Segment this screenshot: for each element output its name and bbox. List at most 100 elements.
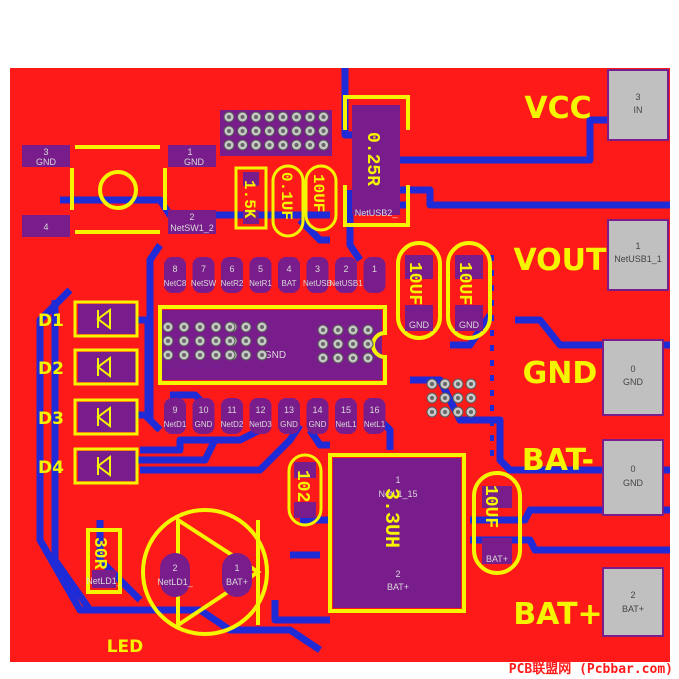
via-hole <box>456 382 460 386</box>
ic-pin <box>278 398 300 434</box>
diode-pad <box>78 451 136 481</box>
switch-pad2-net: NetSW1_2 <box>170 223 214 233</box>
via-hole <box>456 396 460 400</box>
terminal-bat-minus-pin: 0 <box>630 464 635 474</box>
via-hole <box>294 115 299 119</box>
via-hole <box>469 396 473 400</box>
terminal-vcc[interactable]: 3 IN <box>607 69 669 141</box>
via-hole <box>351 342 355 346</box>
resistor-102-value: 102 <box>292 470 312 502</box>
terminal-bat-plus[interactable]: 2 BAT+ <box>602 567 664 637</box>
via-hole <box>228 325 232 329</box>
ic-center-net: GND <box>264 350 286 361</box>
via-hole <box>443 410 447 414</box>
via-hole <box>430 382 434 386</box>
switch-pads: 3 GND 1 GND 4 2 NetSW1_2 <box>22 145 216 237</box>
terminal-vout[interactable]: 1 NetUSB1_1 <box>607 219 669 291</box>
capacitor-0u1: 0.1UF <box>271 164 305 238</box>
via-hole <box>166 339 170 343</box>
ic-pin <box>306 398 329 434</box>
capacitor-10u-mid2-value: 10UF <box>454 262 474 305</box>
ic-pin-net: NetSW <box>191 279 217 288</box>
via-hole <box>336 342 340 346</box>
via-hole <box>321 115 326 119</box>
via-hole <box>308 143 312 147</box>
via-hole <box>214 339 218 343</box>
ic-pin <box>192 257 215 293</box>
ic-pin-net: NetR1 <box>249 279 272 288</box>
led-pad2-net: BAT+ <box>226 577 248 587</box>
led-pad1-net: NetLD1_ <box>157 577 194 587</box>
via-hole <box>281 143 285 147</box>
diode-outline <box>73 398 139 436</box>
via-hole <box>182 353 186 357</box>
capacitor-0u1-value: 0.1UF <box>277 172 295 220</box>
via-hole <box>294 129 299 133</box>
via-hole <box>281 115 285 119</box>
resistor-30r-value: 30R <box>89 537 109 570</box>
ic-bottom-pins: 9NetD110GND11NetD212NetD313GND14GND15Net… <box>164 398 386 434</box>
capacitor-10u-top: 10UF <box>304 164 338 232</box>
inductor-pad2-net: BAT+ <box>387 582 409 592</box>
switch-pad3-pin: 3 <box>43 147 48 157</box>
ic-pin-net: NetL1 <box>335 420 357 429</box>
ic-pin <box>164 398 186 434</box>
ic-pin-net: NetR2 <box>221 279 244 288</box>
capacitor-10u-top-value: 10UF <box>309 174 327 212</box>
via-hole <box>254 115 258 119</box>
ic-pin <box>335 398 357 434</box>
via-hole <box>198 353 202 357</box>
ic-pin-net: NetL1 <box>364 420 386 429</box>
via-hole <box>244 339 248 343</box>
via-hole <box>294 143 299 147</box>
capacitor-10u-mid2-net: GND <box>459 320 480 330</box>
capacitor-10u-mid1-value: 10UF <box>404 262 424 305</box>
diode-outline <box>73 348 139 386</box>
ic-pin-net: BAT <box>282 279 297 288</box>
via-hole <box>321 342 325 346</box>
terminal-gnd-pin: 0 <box>630 364 635 374</box>
terminal-vout-pin: 1 <box>635 241 640 251</box>
ic-pin-net: NetD3 <box>249 420 272 429</box>
switch-outline[interactable] <box>70 145 167 234</box>
terminal-gnd[interactable]: 0 GND <box>602 339 664 416</box>
via-hole <box>240 115 245 119</box>
via-hole <box>281 129 285 133</box>
via-hole <box>469 382 473 386</box>
ic-pin <box>192 398 215 434</box>
credit-watermark: PCB联盟网 (Pcbbar.com) <box>508 662 673 677</box>
terminal-gnd-net: GND <box>623 377 644 387</box>
sense-resistor-value: 0.25R <box>362 132 382 186</box>
diode-label: D2 <box>38 359 64 379</box>
via-hole <box>214 325 218 329</box>
led-pad1-pin: 2 <box>172 563 177 573</box>
ic-pin <box>221 398 243 434</box>
ic-pin-number: 13 <box>284 405 294 415</box>
ic-pin-number: 10 <box>198 405 208 415</box>
via-hole <box>228 353 232 357</box>
via-hole <box>308 115 312 119</box>
ic-pin-number: 1 <box>372 264 377 274</box>
diode-symbol <box>96 455 111 477</box>
ic-pin-number: 15 <box>341 405 351 415</box>
via-hole <box>244 353 248 357</box>
via-hole <box>366 328 370 332</box>
via-hole <box>336 356 340 360</box>
capacitor-10u-mid2: 10UF GND <box>446 241 492 340</box>
ic-pin-net: GND <box>309 420 327 429</box>
ic-pin <box>335 257 357 293</box>
resistor-30r: 30R NetLD1_ <box>86 528 123 594</box>
via-hole <box>198 339 202 343</box>
via-hole <box>267 129 272 133</box>
resistor-30r-net: NetLD1_ <box>86 576 123 586</box>
capacitor-10u-bottom-value: 10UF <box>480 485 500 528</box>
via-hole <box>254 129 258 133</box>
ic-pin-number: 11 <box>227 405 236 415</box>
ic-pin-number: 4 <box>286 264 291 274</box>
terminal-bat-minus[interactable]: 0 GND <box>602 439 664 516</box>
diode-symbol <box>96 406 111 428</box>
switch-pad1-net: GND <box>184 157 205 167</box>
via-hole <box>254 143 258 147</box>
ic-pin-net: NetD1 <box>164 420 187 429</box>
via-hole <box>267 143 272 147</box>
